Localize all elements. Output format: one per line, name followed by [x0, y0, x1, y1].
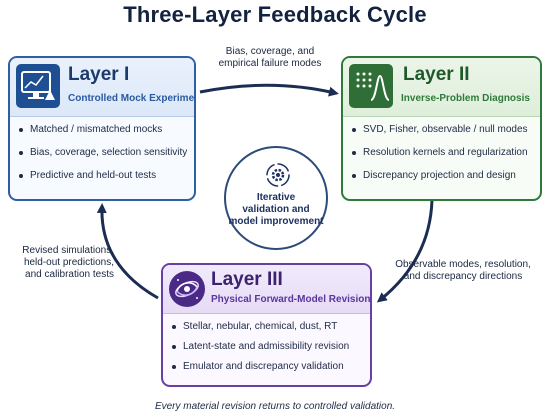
diagram-title: Three-Layer Feedback Cycle [123, 2, 427, 27]
arrow-label-layer3-to-layer1: Revised simulations, held-out prediction… [22, 245, 114, 280]
layer-1-subtitle: Controlled Mock Experiments [68, 93, 196, 104]
arrow-label-layer1-to-layer2: Bias, coverage, and empirical failure mo… [218, 46, 322, 69]
list-item: Matched / mismatched mocks [18, 124, 187, 136]
list-item: Resolution kernels and regularization [351, 147, 528, 159]
arrow-layer3-to-layer1 [96, 203, 159, 300]
layer-1-header: Layer I Controlled Mock Experiments [10, 58, 194, 117]
layer-2-title: Layer II [403, 64, 470, 85]
layer-2-subtitle: Inverse-Problem Diagnosis [401, 93, 530, 104]
layer-3-header: Layer III Physical Forward-Model Revisio… [163, 265, 370, 314]
layer-3-subtitle: Physical Forward-Model Revision [211, 294, 371, 305]
list-item: SVD, Fisher, observable / null modes [351, 124, 528, 136]
list-item: Emulator and discrepancy validation [171, 361, 349, 373]
center-caption: Iterative validation and model improveme… [228, 192, 324, 227]
layer-3-list: Stellar, nebular, chemical, dust, RT Lat… [171, 321, 349, 381]
list-item: Latent-state and admissibility revision [171, 341, 349, 353]
layer-1-card: Layer I Controlled Mock Experiments Matc… [8, 56, 196, 201]
gear-cycle-icon [266, 163, 290, 187]
arrow-layer2-to-layer3 [376, 199, 434, 303]
galaxy-icon [169, 271, 205, 307]
layer-2-card: Layer II Inverse-Problem Diagnosis SVD, … [341, 56, 542, 201]
monitor-flask-icon [16, 64, 60, 108]
list-item: Predictive and held-out tests [18, 170, 187, 182]
layer-2-header: Layer II Inverse-Problem Diagnosis [343, 58, 540, 117]
layer-1-title: Layer I [68, 64, 130, 85]
layer-1-list: Matched / mismatched mocks Bias, coverag… [18, 124, 187, 193]
arrow-layer1-to-layer2 [199, 83, 339, 97]
list-item: Bias, coverage, selection sensitivity [18, 147, 187, 159]
list-item: Stellar, nebular, chemical, dust, RT [171, 321, 349, 333]
footer-note: Every material revision returns to contr… [154, 401, 396, 412]
center-cycle-badge: Iterative validation and model improveme… [224, 146, 328, 250]
layer-2-list: SVD, Fisher, observable / null modes Res… [351, 124, 528, 193]
layer-3-card: Layer III Physical Forward-Model Revisio… [161, 263, 372, 387]
matrix-curve-icon [349, 64, 393, 108]
list-item: Discrepancy projection and design [351, 170, 528, 182]
arrow-label-layer2-to-layer3: Observable modes, resolution, and discre… [395, 259, 531, 282]
layer-3-title: Layer III [211, 269, 283, 290]
